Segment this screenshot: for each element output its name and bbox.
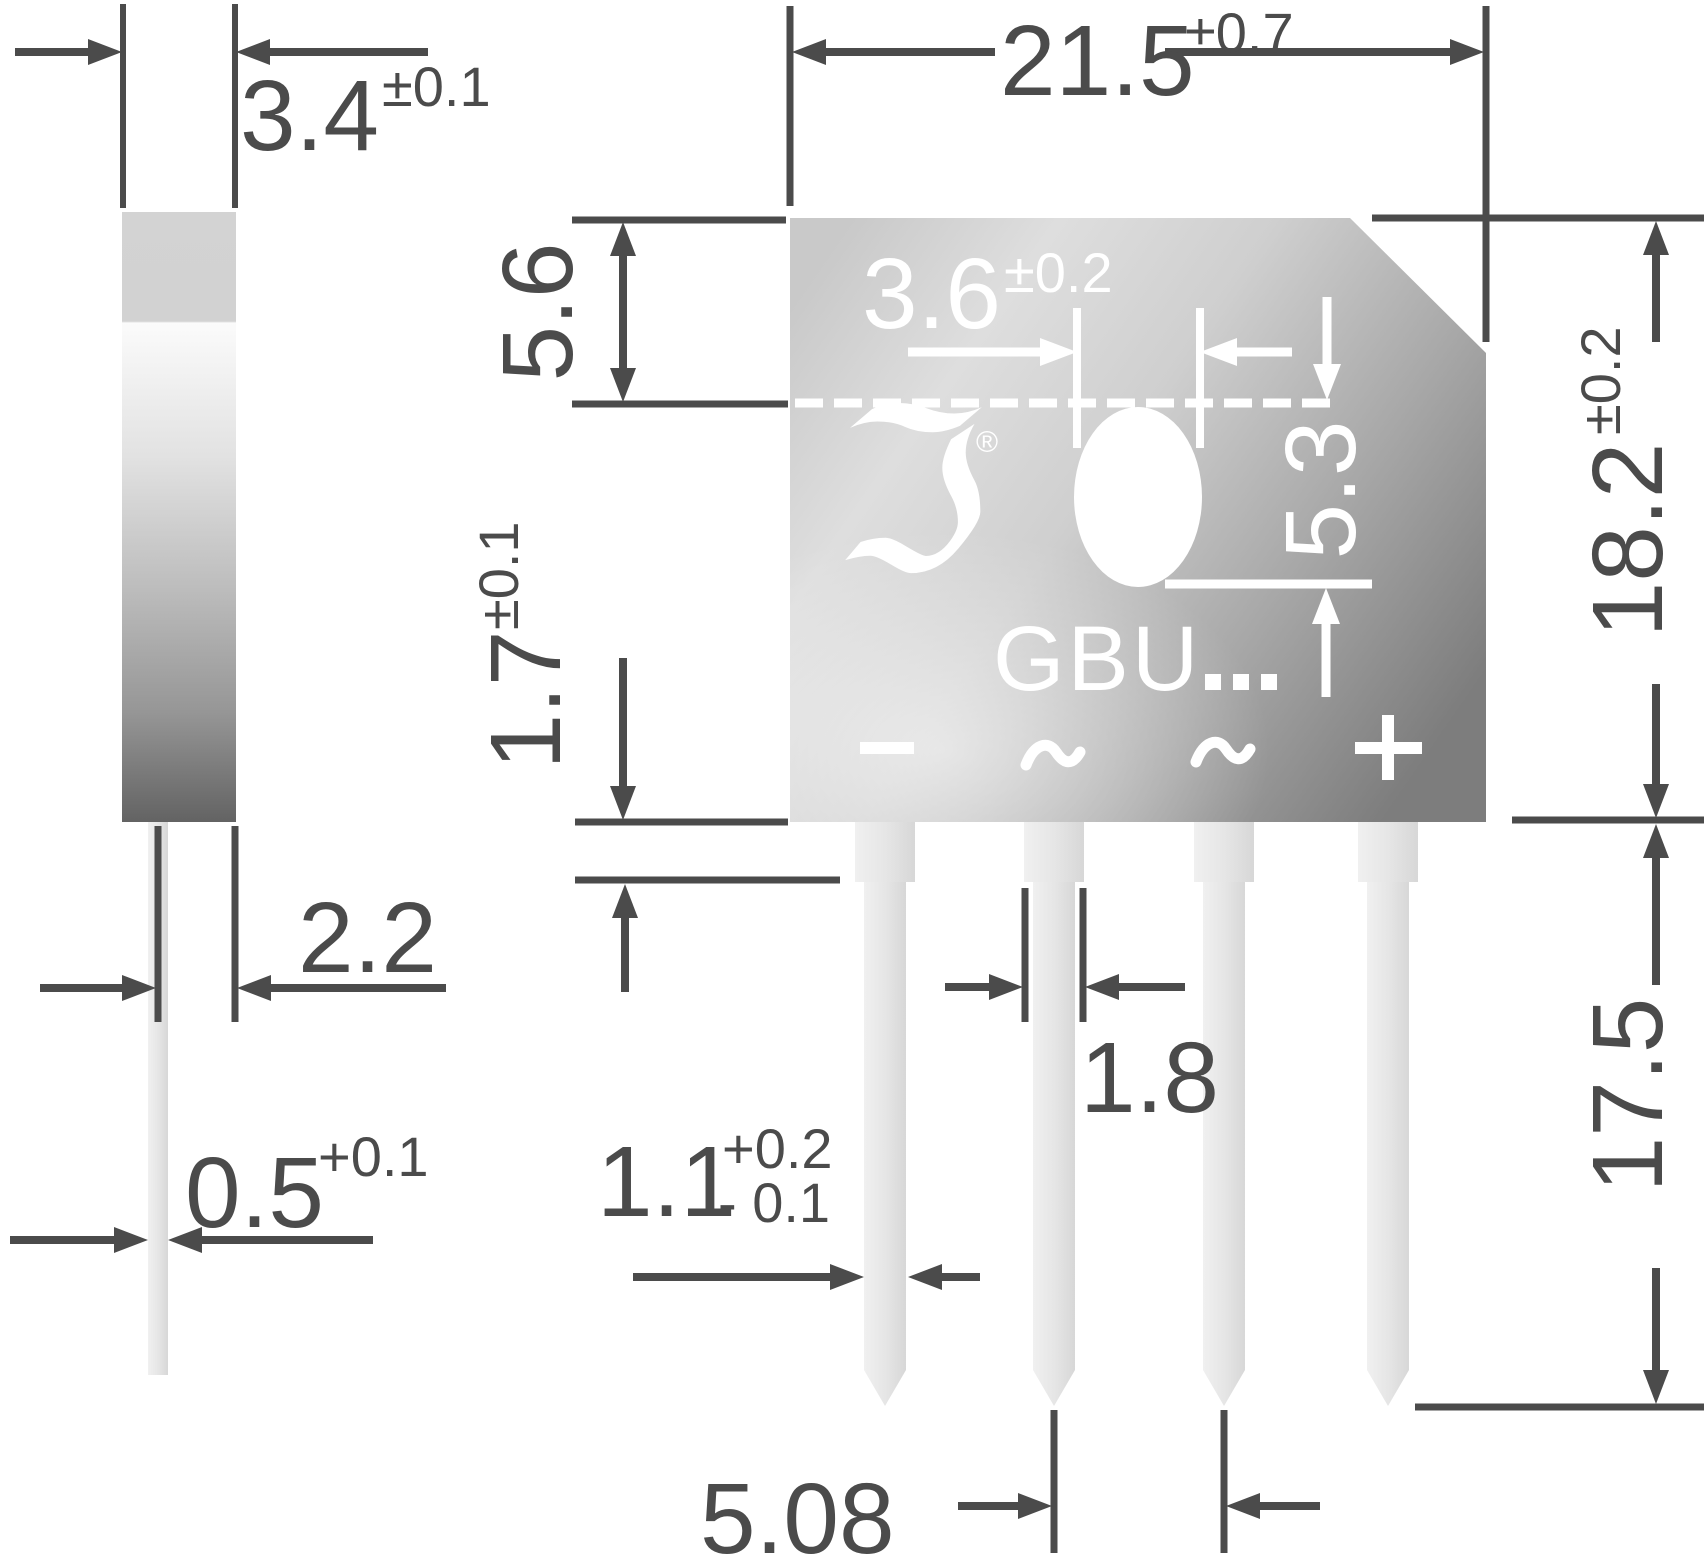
dim-value-5-3: 5.3	[1265, 420, 1377, 559]
lead-shoulder	[1194, 822, 1254, 882]
dim-side-lead-offset: 2.2	[40, 826, 446, 1022]
arrowhead-down-icon	[610, 786, 636, 820]
side-view: 3.4 ±0.1 2.2 0.5 +0.1	[10, 4, 491, 1375]
dim-value-3-4: 3.4	[240, 60, 379, 172]
diotec-logo-icon: ℑ	[834, 366, 991, 618]
lead-tip	[1367, 1370, 1409, 1406]
arrowhead-down-icon	[1643, 1370, 1669, 1404]
lead-4	[1358, 822, 1418, 1406]
side-view-lead	[148, 822, 168, 1375]
terminal-plus-icon	[1355, 715, 1422, 780]
dim-tolerance: ±0.7	[1185, 1, 1294, 64]
body-marking: ℑ ® GBU	[795, 366, 1422, 780]
dim-value-1-1: 1.1	[597, 1126, 736, 1238]
arrowhead-up-icon	[612, 884, 638, 918]
registered-trademark-icon: ®	[976, 426, 998, 459]
arrowhead-left-icon	[1200, 338, 1237, 366]
arrowhead-down-icon	[610, 368, 636, 402]
dim-tolerance: ±0.2	[1569, 326, 1632, 435]
front-view: ℑ ® GBU 21.5	[467, 1, 1704, 1560]
side-view-body	[122, 212, 236, 822]
series-label: GBU	[993, 608, 1201, 710]
dim-tolerance: ±0.1	[467, 521, 530, 630]
arrowhead-left-icon	[1226, 1493, 1260, 1519]
dim-lead-pitch: 5.08	[700, 1410, 1320, 1560]
front-leads	[855, 822, 1418, 1406]
lead-shaft	[1203, 882, 1245, 1370]
plus-vbar	[1382, 715, 1394, 780]
dim-value-17-5: 17.5	[1572, 998, 1684, 1193]
terminal-minus-icon	[860, 742, 914, 754]
arrowhead-left-icon	[168, 1227, 202, 1253]
dim-front-width: 21.5 ±0.7	[786, 1, 1490, 342]
lead-1	[855, 822, 915, 1406]
dim-value-21-5: 21.5	[1000, 5, 1195, 117]
dim-front-height: 18.2 ±0.2	[1372, 214, 1704, 824]
body-sheen	[610, 530, 1270, 970]
arrowhead-down-icon	[1313, 364, 1341, 400]
dim-value-18-2: 18.2	[1572, 443, 1684, 638]
dot	[1233, 674, 1249, 690]
dim-tolerance-plus: +0.1	[318, 1125, 429, 1188]
lead-tip	[864, 1370, 906, 1406]
dim-value-5-6: 5.6	[482, 242, 594, 381]
dim-side-thickness: 3.4 ±0.1	[15, 4, 491, 208]
dim-tolerance-minus: - 0.1	[718, 1171, 830, 1234]
lead-shaft	[1033, 882, 1075, 1370]
lead-tip	[1033, 1370, 1075, 1406]
dim-value-2-2: 2.2	[298, 882, 437, 994]
lead-shoulder	[1358, 822, 1418, 882]
dim-value-1-7: 1.7	[470, 630, 582, 769]
arrowhead-down-icon	[1643, 784, 1669, 818]
arrowhead-right-icon	[830, 1264, 864, 1290]
arrowhead-left-icon	[792, 39, 826, 65]
arrowhead-right-icon	[1450, 39, 1484, 65]
dim-value-0-5: 0.5	[185, 1137, 324, 1249]
arrowhead-left-icon	[908, 1264, 942, 1290]
dim-centerline-to-hole-bottom: 5.3	[1165, 297, 1377, 697]
arrowhead-right-icon	[88, 39, 122, 65]
lead-shoulder	[1024, 822, 1084, 882]
arrowhead-right-icon	[1040, 338, 1077, 366]
arrowhead-right-icon	[122, 975, 156, 1001]
arrowhead-left-icon	[1085, 974, 1119, 1000]
dim-shoulder-width: 1.8	[945, 888, 1219, 1134]
dim-value-5-08: 5.08	[700, 1463, 895, 1560]
lead-tip	[1203, 1370, 1245, 1406]
arrowhead-right-icon	[1018, 1493, 1052, 1519]
terminal-ac1-icon	[1020, 739, 1086, 771]
lead-3	[1194, 822, 1254, 1406]
lead-shoulder	[855, 822, 915, 882]
dim-value-3-6: 3.6	[862, 238, 1001, 350]
dim-shoulder-length: 1.7 ±0.1	[467, 521, 840, 992]
dim-lead-width: 1.1 +0.2 - 0.1	[597, 1117, 980, 1290]
dim-value-1-8: 1.8	[1080, 1022, 1219, 1134]
arrowhead-up-icon	[1643, 824, 1669, 858]
dim-tolerance: ±0.2	[1004, 241, 1113, 304]
dim-tolerance: ±0.1	[382, 55, 491, 118]
dim-label-18-2: 18.2 ±0.2	[1569, 326, 1684, 637]
lead-shaft	[1367, 882, 1409, 1370]
dim-side-lead-thickness: 0.5 +0.1	[10, 1125, 429, 1253]
dim-label-1-7: 1.7 ±0.1	[467, 521, 582, 769]
dot	[1205, 674, 1221, 690]
dim-top-to-centerline: 5.6	[482, 216, 788, 408]
arrowhead-right-icon	[114, 1227, 148, 1253]
arrowhead-left-icon	[237, 975, 271, 1001]
arrowhead-up-icon	[1643, 221, 1669, 255]
dim-tolerance-plus: +0.2	[722, 1117, 833, 1180]
dot	[1261, 674, 1277, 690]
arrowhead-left-icon	[236, 39, 270, 65]
arrowhead-right-icon	[989, 974, 1023, 1000]
dim-hole-width: 3.6 ±0.2	[862, 238, 1292, 448]
terminal-ac2-icon	[1190, 736, 1256, 768]
lead-2	[1024, 822, 1084, 1406]
mounting-hole	[1074, 407, 1202, 587]
arrowhead-up-icon	[1312, 588, 1340, 624]
lead-shaft	[864, 882, 906, 1370]
arrowhead-up-icon	[610, 222, 636, 256]
dim-lead-length: 17.5	[1415, 824, 1704, 1411]
ellipsis-dots	[1205, 674, 1277, 690]
